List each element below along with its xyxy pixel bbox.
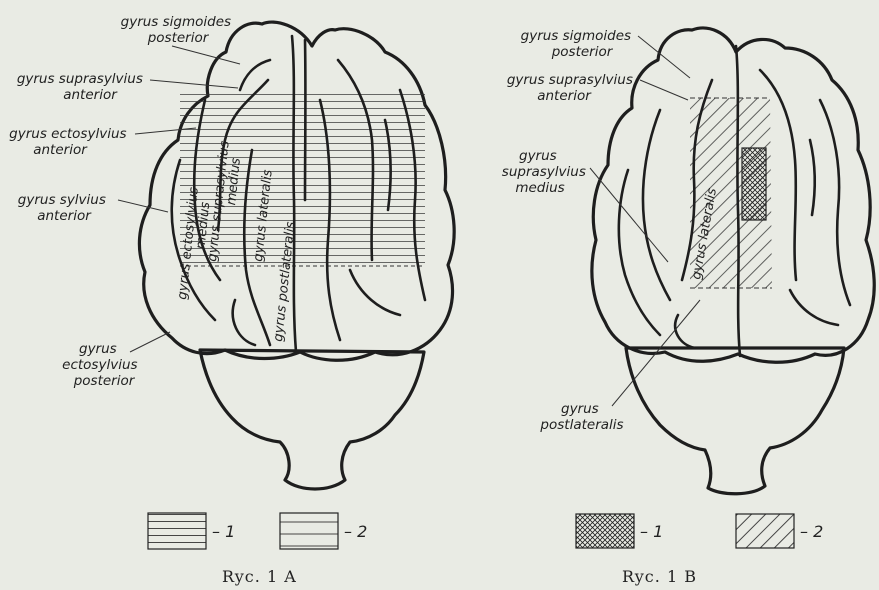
sulcus-b-8: [810, 140, 815, 215]
legend-swatch-2-b: [736, 514, 794, 548]
figure-a: gyrus ectosylvius medius gyrus suprasylv…: [9, 14, 454, 586]
sulcus-b-7: [790, 290, 838, 325]
legend-label-2-b: – 2: [800, 522, 823, 541]
label-postlateralis-b: gyrus postlateralis: [539, 401, 623, 433]
caption-a: Ryc. 1 A: [222, 567, 297, 586]
caption-b: Ryc. 1 B: [622, 567, 697, 586]
legend-swatch-1-b: [576, 514, 634, 548]
legend-label-1-b: – 1: [640, 522, 663, 541]
label-suprasylvius-medius-b: gyrus suprasylvius medius: [502, 148, 590, 196]
legend-label-2-a: – 2: [344, 522, 367, 541]
sulcus-a-5: [233, 300, 255, 345]
legend-swatch-2-a: [280, 513, 338, 549]
label-suprasylvius-ant-a: gyrus suprasylvius anterior: [17, 71, 147, 103]
label-sigmoides-b: gyrus sigmoides posterior: [521, 28, 636, 60]
sulcus-b-6: [820, 100, 850, 305]
sulcus-a-10: [350, 270, 400, 315]
legend-swatch-1-a: [148, 513, 206, 549]
label-ectosylvius-post-a: gyrus ectosylvius posterior: [62, 341, 142, 389]
label-ectosylvius-ant-a: gyrus ectosylvius anterior: [9, 126, 131, 158]
sulcus-b-3: [619, 170, 660, 335]
cerebellum-a: [200, 350, 424, 489]
legend-label-1-a: – 1: [212, 522, 235, 541]
sulcus-a-6: [240, 60, 270, 90]
sulcus-b-4: [675, 315, 695, 348]
label-sylvius-ant-a: gyrus sylvius anterior: [18, 192, 110, 224]
hatched-region-1-b: [742, 148, 766, 220]
cerebellum-b: [626, 348, 844, 494]
label-sigmoides-a: gyrus sigmoides posterior: [121, 14, 236, 46]
label-suprasylvius-ant-b: gyrus suprasylvius anterior: [507, 72, 637, 104]
figure-b: gyrus lateralis gyrus sigmoides posterio…: [502, 28, 874, 586]
sulcus-b-2: [643, 110, 670, 300]
